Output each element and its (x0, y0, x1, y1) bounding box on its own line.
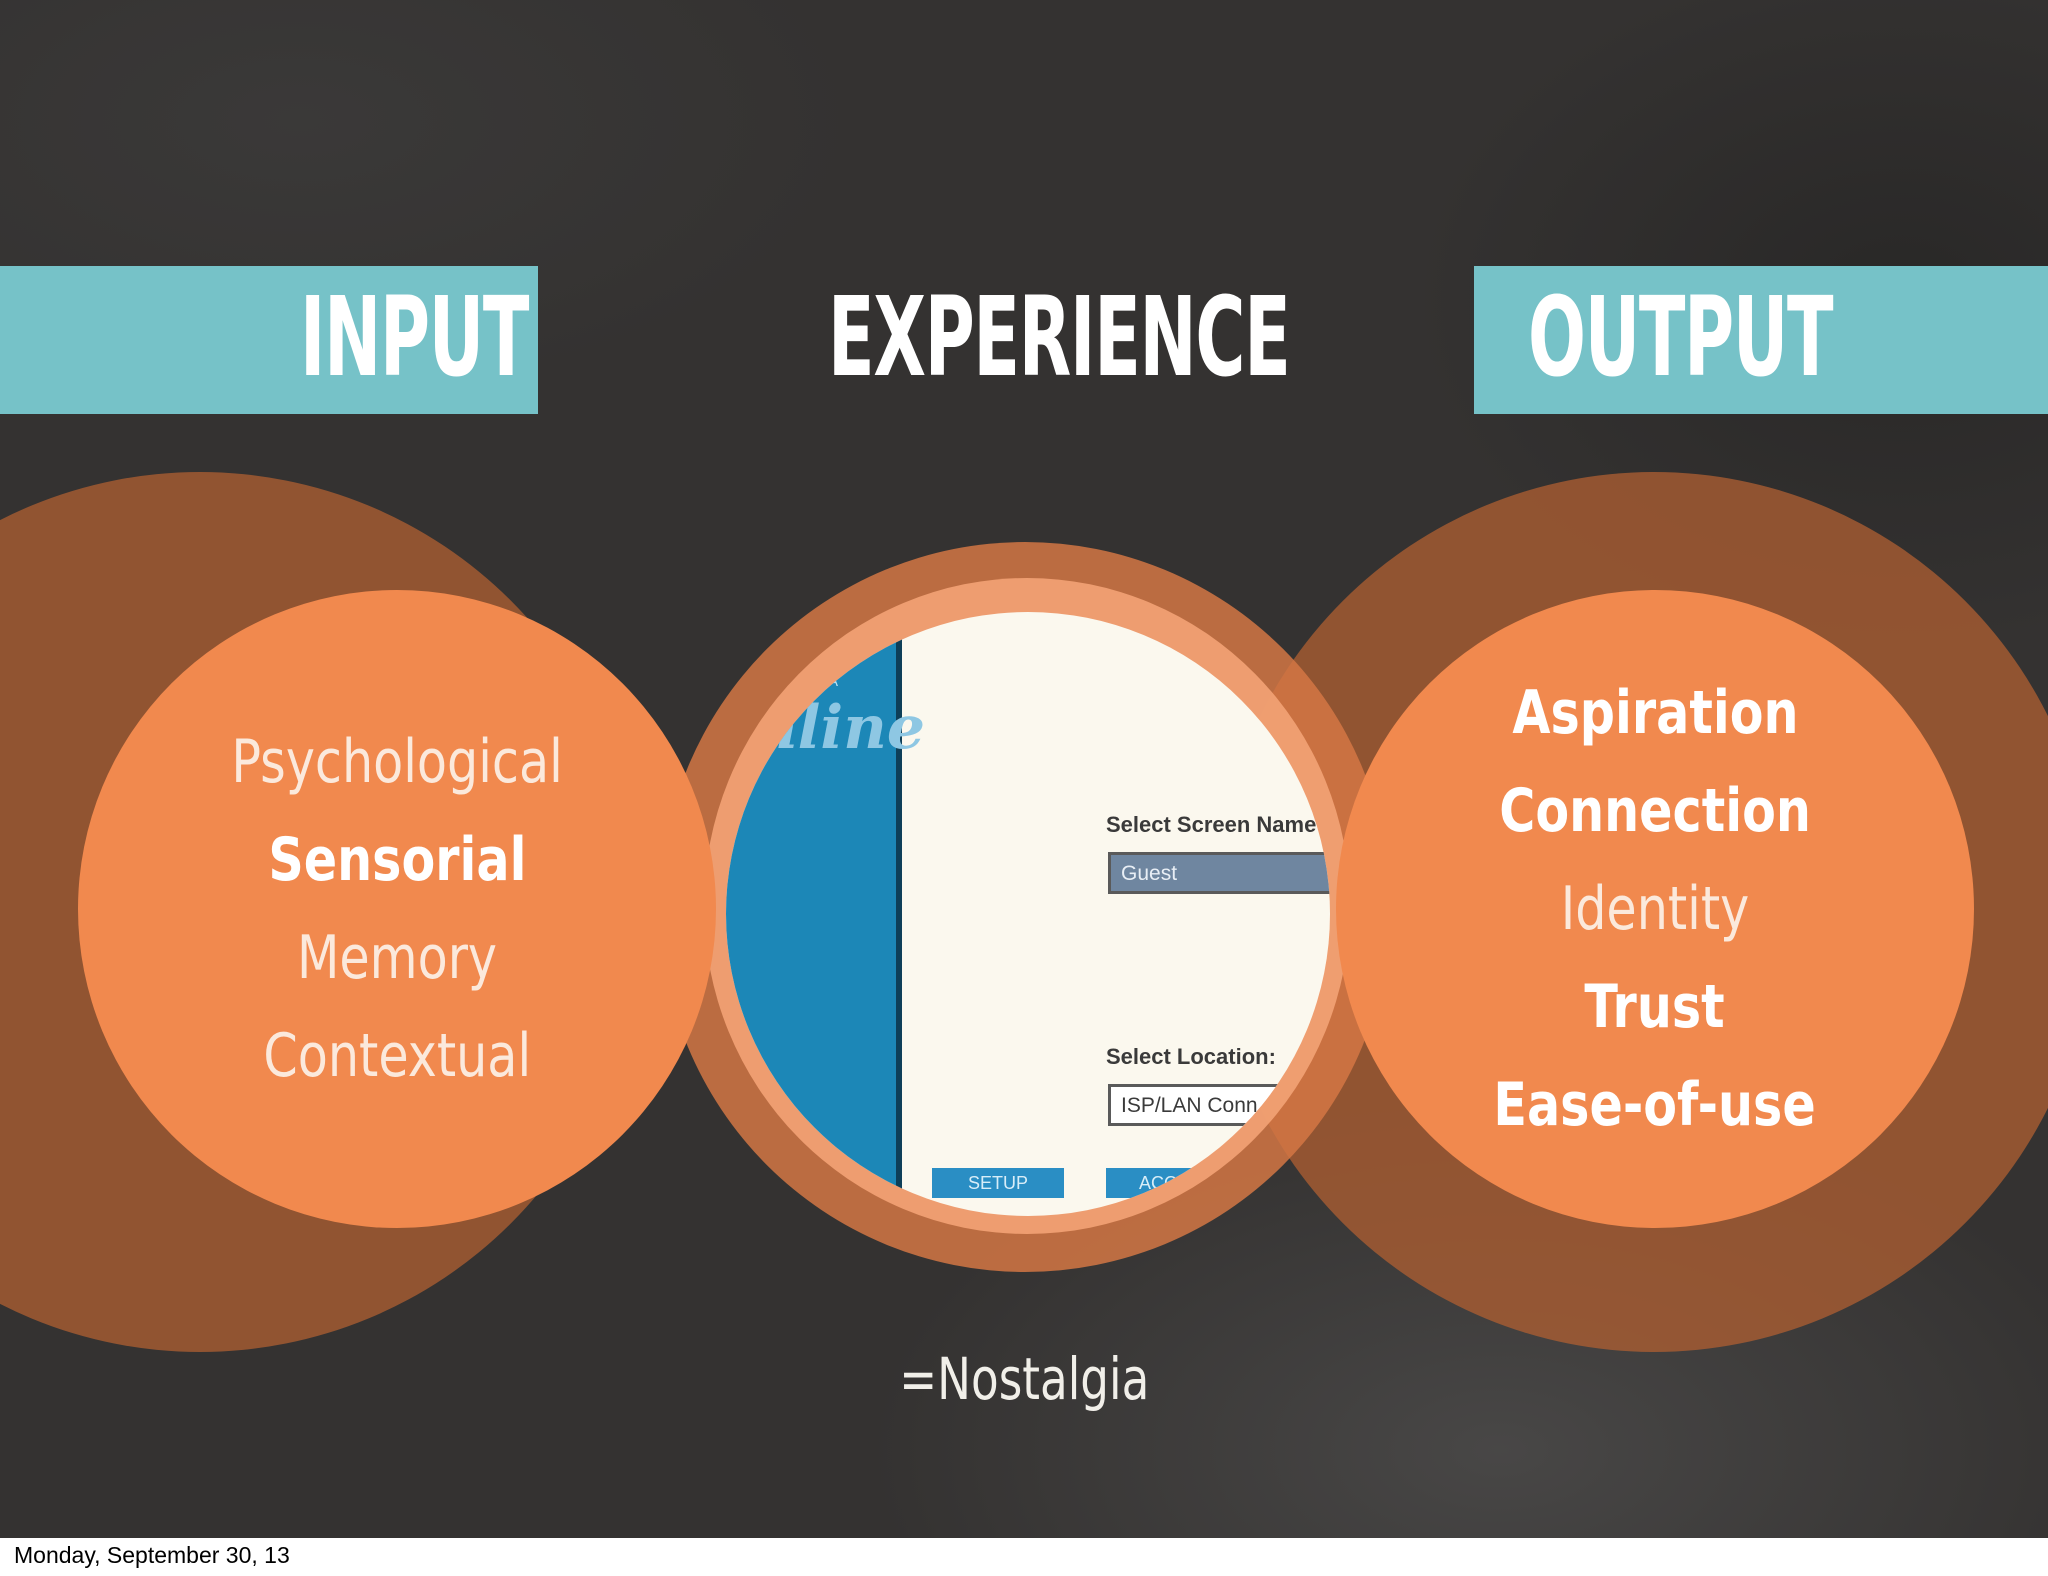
output-core (1336, 590, 1974, 1228)
output-banner (1474, 266, 2048, 414)
aol-location-label: Select Location: (1106, 1044, 1276, 1069)
output-item: Aspiration (1511, 678, 1799, 748)
input-item: Contextual (263, 1021, 531, 1091)
aol-screen-name-field[interactable]: Guest (1108, 852, 1330, 894)
slide: INPUT EXPERIENCE OUTPUT ERICA nline Sele… (0, 0, 2048, 1538)
aol-access-button[interactable]: ACCESS (1106, 1168, 1246, 1198)
input-item: Sensorial (267, 825, 527, 895)
output-item: Identity (1560, 874, 1750, 944)
output-item: Ease-of-use (1493, 1070, 1817, 1140)
output-item: Trust (1584, 972, 1726, 1042)
input-banner (0, 266, 538, 414)
input-item: Memory (296, 923, 498, 993)
input-core (78, 590, 716, 1228)
result-text: =Nostalgia (0, 1345, 2048, 1413)
aol-location-field[interactable]: ISP/LAN Conn (1108, 1084, 1330, 1126)
output-heading: OUTPUT (1528, 273, 1834, 401)
aol-setup-button[interactable]: SETUP (932, 1168, 1064, 1198)
date-footer: Monday, September 30, 13 (14, 1542, 290, 1568)
aol-logo: nline (754, 693, 926, 763)
experience-heading: EXPERIENCE (828, 273, 1291, 401)
aol-screen-name-label: Select Screen Name (1106, 812, 1317, 837)
aol-sidebar-edge (896, 612, 902, 1216)
input-item: Psychological (231, 727, 563, 797)
result-label: =Nostalgia (898, 1345, 1150, 1413)
output-item: Connection (1499, 776, 1811, 846)
experience-screenshot: ERICA nline Select Screen Name Guest Sel… (726, 612, 1330, 1216)
aol-logo-top-text: ERICA (772, 674, 845, 690)
input-heading: INPUT (300, 273, 529, 401)
aol-sidebar (726, 612, 896, 1216)
